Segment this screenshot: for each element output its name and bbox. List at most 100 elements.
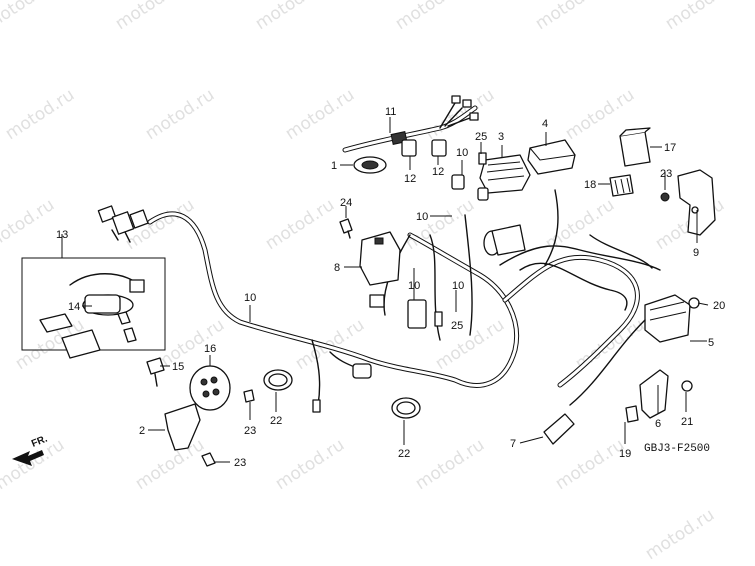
spark-plug-cap-7 [543, 413, 575, 445]
callout-label: 25 [475, 131, 487, 143]
coil-bracket-6 [639, 369, 669, 419]
callout-label: 8 [334, 262, 340, 274]
callout-label: 14 [68, 301, 80, 313]
starter-relay-4 [527, 139, 576, 175]
hv-lead [569, 319, 646, 406]
harness-connector-left [97, 205, 149, 243]
connector-12b [431, 139, 447, 157]
key-15 [146, 357, 165, 387]
callout-label: 10 [452, 280, 464, 292]
watermark: motod.ru [262, 195, 338, 254]
regulator-rectifier-3 [479, 154, 531, 194]
callout-label: 15 [172, 361, 184, 373]
callout-label: 17 [664, 142, 676, 154]
connector [352, 363, 372, 379]
connector-10b [477, 187, 489, 201]
callout-label: 19 [619, 448, 631, 460]
bolt-23a [243, 389, 255, 403]
connector-12a [401, 139, 417, 157]
rubber-boot [483, 224, 526, 256]
band-clamp-22a [263, 369, 293, 391]
harness-sub-wire [499, 245, 661, 271]
watermark: motod.ru [272, 435, 348, 494]
band-clamp-22b [391, 397, 421, 419]
fuse-25b [434, 311, 443, 327]
callout-label: 7 [510, 438, 516, 450]
key-set [117, 311, 137, 343]
watermark: motod.ru [552, 435, 628, 494]
callout-label: 5 [708, 337, 714, 349]
fuse-25a [478, 152, 487, 165]
harness-rear-branch [502, 254, 640, 388]
bracket-9 [677, 169, 716, 236]
horn-16 [189, 365, 231, 411]
harness-rear-branch-inner [503, 255, 639, 387]
bolt-24 [339, 218, 353, 239]
watermark: motod.ru [112, 0, 188, 34]
callout-label: 25 [451, 320, 463, 332]
callout-label: 11 [385, 106, 396, 118]
horn-bracket-2 [164, 403, 201, 451]
ignition-switch-box-13 [21, 257, 166, 351]
callout-label: 3 [498, 131, 504, 143]
harness-main-run-inner [148, 212, 518, 387]
callout-label: 21 [681, 416, 693, 428]
callout-leaders [61, 117, 709, 463]
callout-label: 22 [270, 415, 282, 427]
watermark: motod.ru [282, 85, 358, 144]
ignition-coil-5 [644, 294, 691, 343]
callout-label: 1 [331, 160, 337, 172]
callout-label: 10 [416, 211, 428, 223]
arrow-left-icon [12, 450, 44, 466]
relay-8 [359, 231, 401, 286]
watermark: motod.ru [2, 85, 78, 144]
switch-cover [61, 329, 101, 359]
harness-sub-wire [429, 234, 441, 341]
harness-sub-wire [544, 189, 559, 266]
connector [369, 294, 385, 308]
callout-label: 10 [408, 280, 420, 292]
harness-sub-wire [519, 262, 628, 311]
callout-label: 10 [456, 147, 468, 159]
watermark: motod.ru [392, 0, 468, 34]
watermark: motod.ru [152, 315, 228, 374]
callout-label: 4 [542, 118, 548, 130]
watermark: motod.ru [662, 0, 738, 34]
callout-label: 12 [432, 166, 444, 178]
callout-label: 6 [655, 418, 661, 430]
connector [407, 299, 427, 329]
callout-label: 23 [660, 168, 672, 180]
watermark: motod.ru [532, 0, 608, 34]
callout-label: 23 [234, 457, 246, 469]
callout-label: 24 [340, 197, 352, 209]
watermark: motod.ru [132, 435, 208, 494]
watermark: motod.ru [432, 315, 508, 374]
fuse-holder-18 [609, 174, 634, 197]
watermark: motod.ru [412, 435, 488, 494]
bolt-23c [660, 192, 670, 202]
callout-label: 10 [244, 292, 256, 304]
harness-sub-wire [311, 339, 321, 406]
callout-label: 13 [56, 229, 68, 241]
bolt-23b [201, 452, 216, 467]
callout-label: 20 [713, 300, 725, 312]
diagram-code: GBJ3-F2500 [644, 443, 710, 455]
grommet-1 [353, 156, 387, 174]
callout-label: 12 [404, 173, 416, 185]
flasher-relay-17 [619, 127, 651, 167]
watermark: motod.ru [0, 195, 58, 254]
callout-label: 22 [398, 448, 410, 460]
bolt-19 [625, 405, 639, 423]
harness-sub-wire [464, 214, 473, 336]
switch-cover [39, 313, 73, 333]
watermark: motod.ru [252, 0, 328, 34]
callout-label: 16 [204, 343, 216, 355]
nut-20 [688, 297, 700, 309]
callout-label: 9 [693, 247, 699, 259]
callout-label: 18 [584, 179, 596, 191]
callout-label: 23 [244, 425, 256, 437]
terminal [312, 399, 321, 413]
watermark: motod.ru [142, 85, 218, 144]
watermark: motod.ru [642, 505, 718, 564]
